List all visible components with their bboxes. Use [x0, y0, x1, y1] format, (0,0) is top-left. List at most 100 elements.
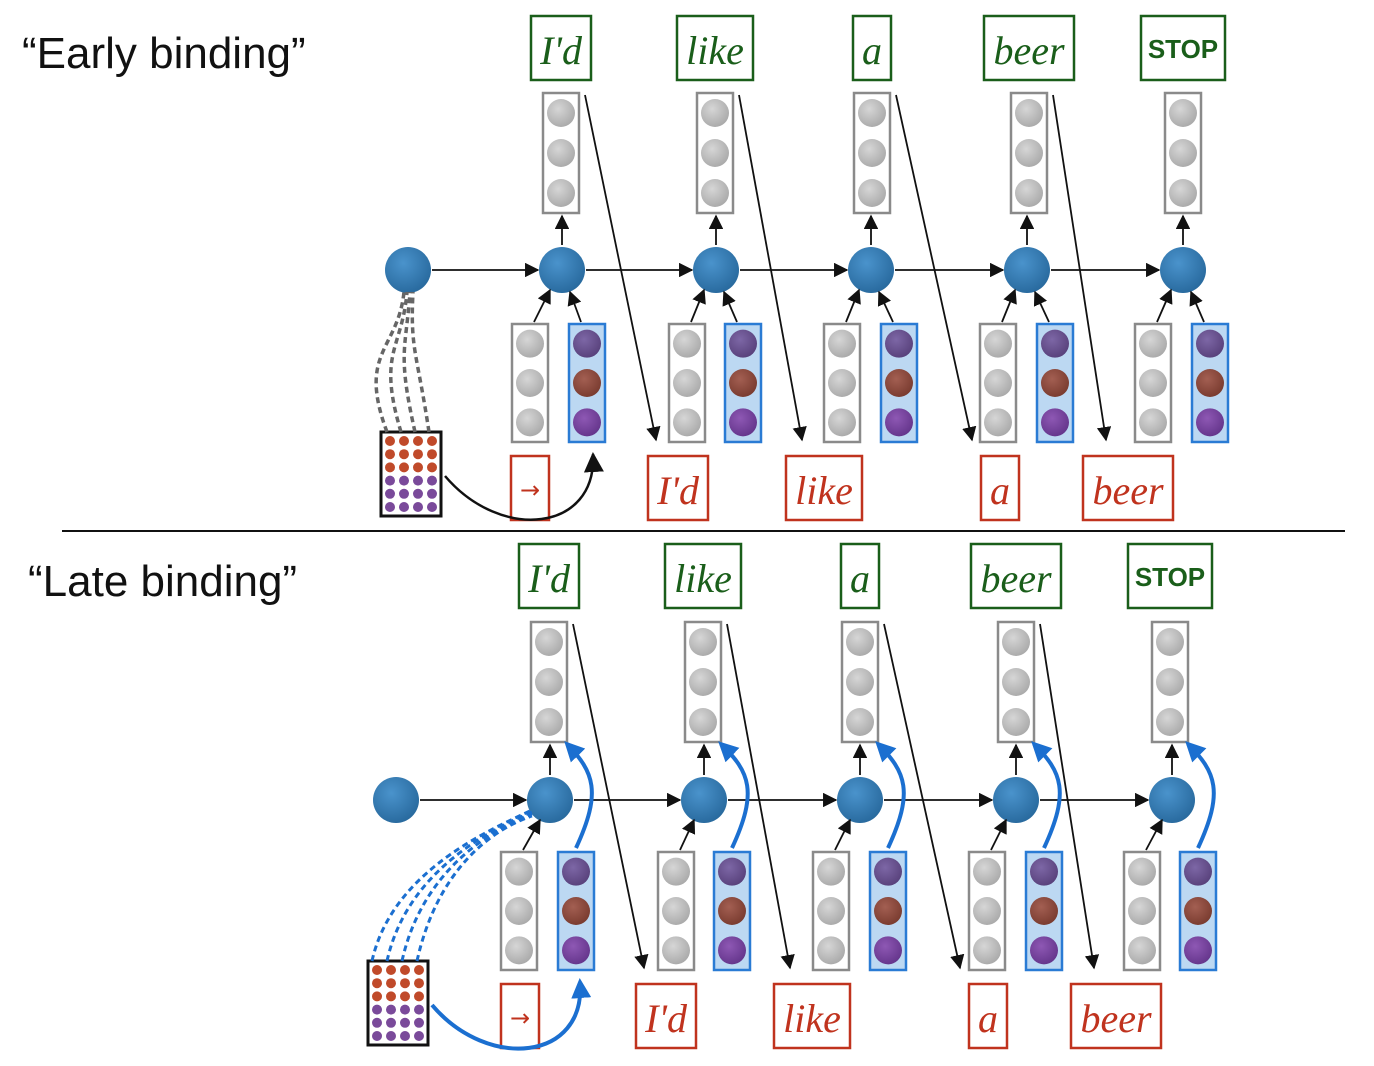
matrix-cell: [427, 488, 437, 499]
attention-dashed-line: [385, 810, 533, 962]
embedding-unit: [1030, 936, 1058, 965]
matrix-cell: [385, 488, 395, 499]
input-word: beer: [1092, 468, 1164, 513]
gray-unit: [1015, 99, 1043, 127]
feedback-arrow: [726, 623, 795, 970]
input-arrow: [1001, 288, 1017, 323]
word-embedding-vector: [967, 850, 1007, 972]
gray-unit: [858, 139, 886, 167]
gray-unit: [547, 99, 575, 127]
gray-unit: [817, 857, 845, 886]
hidden-state-node: [1004, 247, 1050, 293]
context-embedding-vector: [567, 322, 607, 444]
gray-unit: [1128, 897, 1156, 925]
embedding-unit: [885, 408, 913, 437]
word-embedding-vector: [656, 850, 696, 972]
context-embedding-vector: [1035, 322, 1075, 444]
embedding-unit: [1030, 897, 1058, 925]
gray-unit: [1002, 708, 1030, 736]
word-embedding-vector: [1133, 322, 1173, 444]
gray-unit: [858, 99, 886, 127]
context-skip-arrow: [1031, 741, 1062, 849]
output-word: beer: [993, 28, 1065, 73]
gray-unit: [1169, 179, 1197, 207]
gray-unit: [1015, 139, 1043, 167]
embedding-unit: [562, 936, 590, 965]
context-to-embedding-arrow: [430, 978, 592, 1051]
gray-unit: [1156, 668, 1184, 696]
hidden-state-node: [993, 777, 1039, 823]
embedding-unit: [573, 369, 601, 397]
embedding-unit: [729, 408, 757, 437]
embedding-unit: [562, 857, 590, 886]
word-embedding-vector: [510, 322, 550, 444]
output-word-box: [1139, 14, 1227, 82]
feedback-arrow: [895, 94, 977, 442]
embedding-unit: [729, 369, 757, 397]
matrix-cell: [385, 475, 395, 486]
attention-dashed-line: [400, 812, 533, 962]
matrix-cell: [386, 978, 396, 989]
input-arrow: [1156, 288, 1173, 323]
output-word-box: [969, 542, 1063, 610]
matrix-cell: [413, 462, 423, 473]
input-word-box: [509, 454, 551, 522]
output-word-box: [517, 542, 581, 610]
output-word: a: [862, 28, 882, 73]
input-arrow: [877, 290, 894, 323]
input-word-box: [1069, 982, 1163, 1050]
embedding-unit: [885, 369, 913, 397]
feedback-arrow: [883, 623, 965, 970]
input-arrow: [679, 818, 696, 851]
matrix-cell: [414, 1017, 424, 1028]
matrix-cell: [386, 965, 396, 975]
matrix-cell: [399, 462, 409, 473]
input-word: beer: [1080, 996, 1152, 1041]
gray-unit: [662, 897, 690, 925]
gray-unit: [673, 408, 701, 437]
gray-unit: [1002, 668, 1030, 696]
source-context-matrix: [366, 959, 430, 1047]
input-word-box: [784, 454, 864, 522]
input-arrow: [990, 818, 1007, 851]
matrix-cell: [372, 978, 382, 989]
input-arrow: [722, 290, 738, 323]
matrix-cell: [400, 1031, 410, 1041]
output-word-box: [1126, 542, 1214, 610]
output-distribution-vector: [1163, 91, 1203, 215]
gray-unit: [846, 628, 874, 656]
output-distribution-vector: [529, 620, 569, 744]
output-distribution-vector: [1009, 91, 1049, 215]
matrix-cell: [372, 991, 382, 1002]
context-embedding-vector: [879, 322, 919, 444]
input-arrow: [533, 288, 551, 323]
gray-unit: [673, 369, 701, 397]
embedding-unit: [718, 897, 746, 925]
input-arrow: [845, 288, 861, 323]
hidden-state-node: [681, 777, 727, 823]
output-distribution-vector: [695, 91, 735, 215]
hidden-state-node: [539, 247, 585, 293]
matrix-cell: [386, 1017, 396, 1028]
input-arrow: [1145, 818, 1163, 851]
start-token: →: [520, 476, 540, 504]
hidden-state-node: [1149, 777, 1195, 823]
gray-unit: [547, 139, 575, 167]
matrix-cell: [427, 449, 437, 460]
init-context-dashed-line: [402, 291, 417, 433]
context-skip-arrow: [564, 741, 594, 849]
input-word-box: [967, 982, 1009, 1050]
matrix-cell: [372, 1017, 382, 1028]
embedding-unit: [1041, 329, 1069, 358]
output-stop-token: STOP: [1135, 562, 1205, 592]
matrix-cell: [399, 475, 409, 486]
embedding-unit: [874, 936, 902, 965]
matrix-cell: [372, 1004, 382, 1015]
input-word-box: [634, 982, 698, 1050]
input-word-box: [499, 982, 541, 1050]
embedding-unit: [1196, 329, 1224, 358]
output-distribution-vector: [1150, 620, 1190, 744]
matrix-cell: [372, 965, 382, 975]
embedding-unit: [874, 897, 902, 925]
